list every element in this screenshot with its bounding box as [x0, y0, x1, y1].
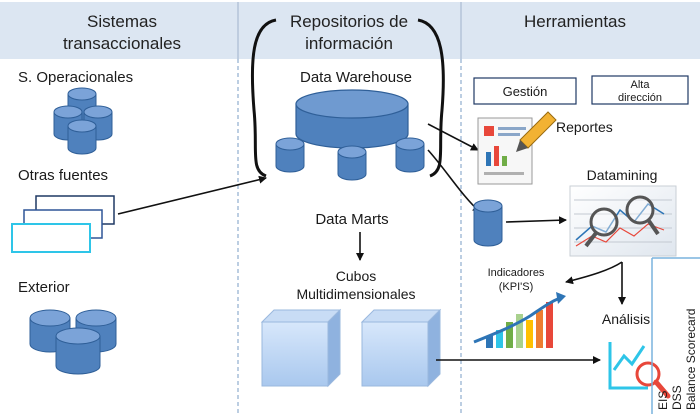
- data-warehouse-icon: [295, 89, 409, 149]
- report-document-icon: [477, 111, 557, 185]
- label-data-warehouse: Data Warehouse: [300, 69, 412, 86]
- label-alta-line1: Alta: [631, 79, 651, 91]
- label-analisis: Análisis: [602, 311, 650, 327]
- label-operacionales: S. Operacionales: [18, 69, 133, 86]
- cube-icon-2: [360, 308, 442, 388]
- label-indicadores-line1: Indicadores: [488, 267, 545, 279]
- label-cubos-line2: Multidimensionales: [296, 286, 415, 302]
- bracket-left: [250, 18, 277, 178]
- arrow-dw-to-mart: [427, 149, 481, 213]
- kpi-bar-chart-icon: [473, 292, 566, 348]
- arrow-sources-to-dw: [117, 175, 267, 215]
- label-indicadores-line2: (KPI'S): [499, 281, 534, 293]
- label-cubos-line1: Cubos: [336, 268, 376, 284]
- side-label-eis: EIS: [656, 391, 670, 410]
- side-label-balance-scorecard: Balance Scorecard: [684, 309, 698, 410]
- label-gestion: Gestión: [503, 84, 548, 99]
- operational-db-icon: [53, 87, 113, 155]
- arrow-dw-to-reportes: [427, 123, 479, 151]
- header-band: [0, 2, 700, 59]
- header-col1-line2: transaccionales: [63, 34, 181, 53]
- label-datamining: Datamining: [587, 167, 658, 183]
- other-sources-files-icon: [11, 195, 115, 253]
- label-reportes: Reportes: [556, 119, 613, 135]
- datamining-chart-icon: [569, 185, 677, 257]
- gestion-box: Gestión: [473, 77, 577, 105]
- header-col3: Herramientas: [524, 12, 626, 31]
- header-col1-line1: Sistemas: [87, 12, 157, 31]
- label-alta-line2: dirección: [618, 92, 662, 104]
- cube-icon-1: [260, 308, 342, 388]
- arrow-datamining-to-kpi: [565, 261, 623, 285]
- alta-direccion-box: Alta dirección: [591, 75, 689, 105]
- label-data-marts: Data Marts: [315, 211, 388, 228]
- side-label-dss: DSS: [670, 385, 684, 410]
- header-col2-line2: información: [305, 34, 393, 53]
- side-panel: [651, 257, 700, 414]
- bracket-right: [417, 18, 445, 178]
- header-col2-line1: Repositorios de: [290, 12, 408, 31]
- tools-data-mart-icon: [473, 199, 503, 247]
- label-exterior: Exterior: [18, 279, 70, 296]
- arrow-mart-to-datamining: [505, 216, 567, 225]
- analysis-magnifier-icon: [608, 342, 671, 399]
- label-otras-fuentes: Otras fuentes: [18, 167, 108, 184]
- exterior-db-icon: [29, 309, 117, 375]
